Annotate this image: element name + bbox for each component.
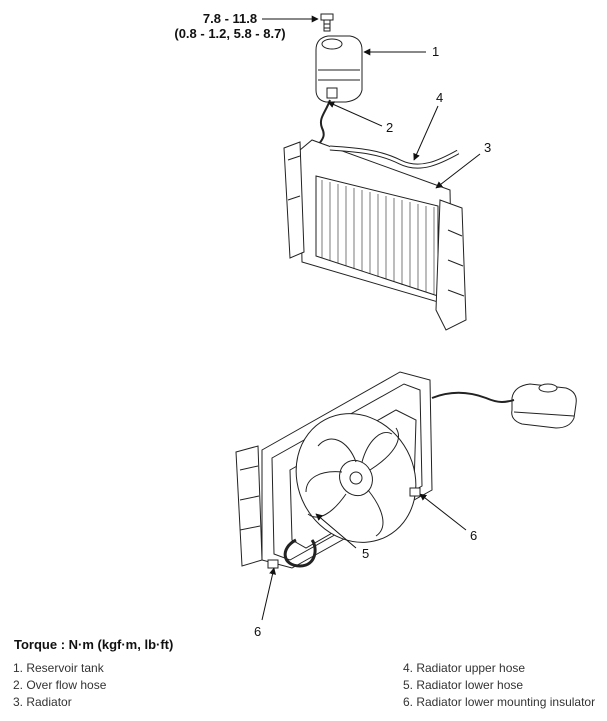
cooling-system-diagram: 7.8 - 11.8 (0.8 - 1.2, 5.8 - 8.7) 1 2 3 … — [174, 11, 577, 639]
reservoir-cap-bolt — [320, 13, 334, 32]
callout-5-leader — [315, 513, 357, 549]
callout-4-label: 4 — [436, 90, 443, 105]
legend-item-upper-hose: 4. Radiator upper hose — [403, 661, 526, 675]
callout-6b-leader — [261, 567, 276, 621]
bottom-fan-assembly — [235, 371, 577, 569]
legend-item-lower-hose: 5. Radiator lower hose — [403, 678, 524, 692]
top-radiator-assembly — [283, 13, 467, 331]
callout-4-leader — [413, 105, 439, 161]
lower-insulator-right — [409, 487, 421, 497]
legend-item-overflow-hose: 2. Over flow hose — [13, 678, 107, 692]
legend-item-radiator: 3. Radiator — [13, 695, 72, 709]
legend-item-reservoir-tank: 1. Reservoir tank — [13, 661, 104, 675]
legend-right-column: 4. Radiator upper hose 5. Radiator lower… — [403, 660, 595, 711]
legend-left-column: 1. Reservoir tank 2. Over flow hose 3. R… — [13, 660, 106, 711]
lower-insulator-left — [267, 559, 279, 569]
callout-6b-label: 6 — [254, 624, 261, 639]
radiator-lower-hose-graphic — [283, 538, 317, 568]
callout-2-leader — [327, 101, 383, 127]
callout-6a-leader — [419, 493, 467, 531]
callout-5-label: 5 — [362, 546, 369, 561]
callout-3-label: 3 — [484, 140, 491, 155]
radiator — [283, 139, 467, 331]
callout-6a-label: 6 — [470, 528, 477, 543]
torque-value-nm: 7.8 - 11.8 — [203, 11, 257, 26]
reservoir-tank-rear — [511, 383, 577, 429]
reservoir-tank — [315, 35, 363, 103]
callout-2-label: 2 — [386, 120, 393, 135]
torque-value-alt: (0.8 - 1.2, 5.8 - 8.7) — [174, 26, 285, 41]
callout-3-leader — [435, 153, 481, 189]
callout-1-label: 1 — [432, 44, 439, 59]
legend-item-lower-insulator: 6. Radiator lower mounting insulator — [403, 695, 596, 709]
torque-legend-title: Torque : N·m (kgf·m, lb·ft) — [14, 637, 174, 652]
cooling-fan — [295, 413, 417, 543]
